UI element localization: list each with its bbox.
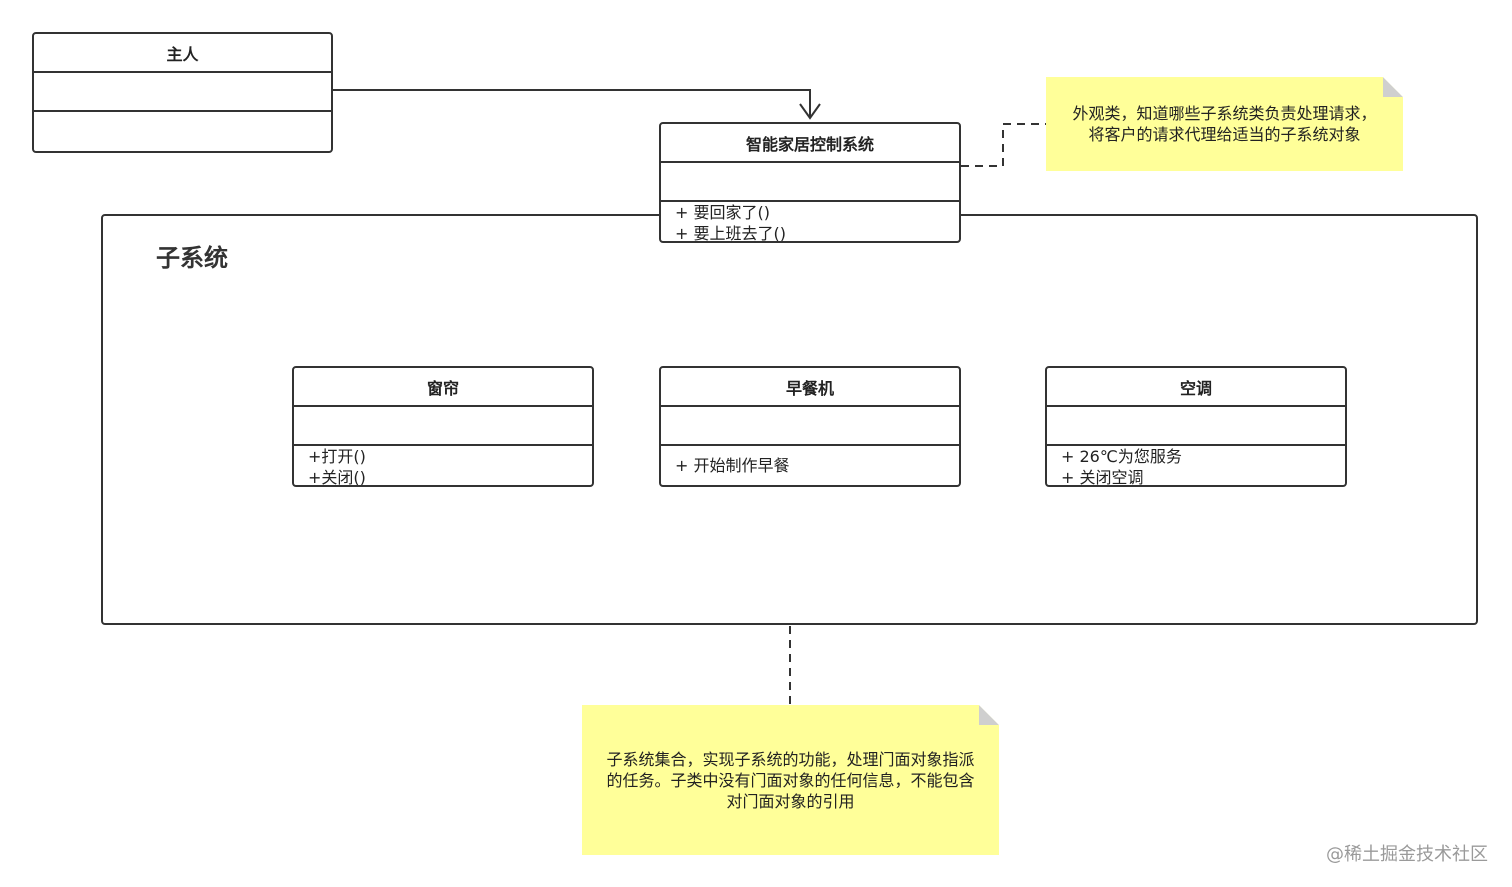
note-line: 子系统集合，实现子系统的功能，处理门面对象指派 [606, 750, 975, 769]
class-name: 窗帘 [294, 368, 592, 407]
class-attributes [294, 407, 592, 446]
operation: + 关闭空调 [1061, 468, 1144, 487]
class-owner[interactable]: 主人 [32, 32, 333, 153]
class-name: 空调 [1047, 368, 1345, 407]
operation: + 要回家了() [675, 203, 770, 222]
subsystem-note[interactable]: 子系统集合，实现子系统的功能，处理门面对象指派 的任务。子类中没有门面对象的任何… [582, 705, 999, 855]
operation: + 26℃为您服务 [1061, 447, 1182, 466]
note-line: 的任务。子类中没有门面对象的任何信息，不能包含 [606, 771, 975, 790]
package-title: 子系统 [156, 244, 228, 272]
class-attributes [34, 73, 331, 112]
operation: + 要上班去了() [675, 224, 786, 243]
facade-note[interactable]: 外观类，知道哪些子系统类负责处理请求， 将客户的请求代理给适当的子系统对象 [1046, 77, 1403, 171]
owner-to-facade-association [333, 89, 811, 118]
operation: + 开始制作早餐 [675, 455, 790, 475]
operation: +打开() [308, 447, 366, 466]
class-operations: +打开() +关闭() [294, 446, 592, 487]
class-facade[interactable]: 智能家居控制系统 + 要回家了() + 要上班去了() [659, 122, 961, 243]
class-operations: + 开始制作早餐 [661, 446, 959, 484]
class-operations: + 要回家了() + 要上班去了() [661, 202, 959, 243]
class-attributes [661, 407, 959, 446]
class-attributes [661, 163, 959, 202]
note-line: 对门面对象的引用 [726, 792, 855, 811]
class-name: 主人 [34, 34, 331, 73]
facade-note-link [961, 123, 1046, 167]
operation: +关闭() [308, 468, 366, 487]
class-attributes [1047, 407, 1345, 446]
class-breakfast-machine[interactable]: 早餐机 + 开始制作早餐 [659, 366, 961, 487]
class-operations: + 26℃为您服务 + 关闭空调 [1047, 446, 1345, 487]
owner-to-facade-arrowhead [799, 103, 821, 120]
class-air-conditioner[interactable]: 空调 + 26℃为您服务 + 关闭空调 [1045, 366, 1347, 487]
note-line: 外观类，知道哪些子系统类负责处理请求， [1072, 104, 1377, 123]
note-line: 将客户的请求代理给适当的子系统对象 [1088, 125, 1361, 144]
class-name: 智能家居控制系统 [661, 124, 959, 163]
class-curtain[interactable]: 窗帘 +打开() +关闭() [292, 366, 594, 487]
watermark: @稀土掘金技术社区 [1326, 844, 1488, 865]
class-name: 早餐机 [661, 368, 959, 407]
